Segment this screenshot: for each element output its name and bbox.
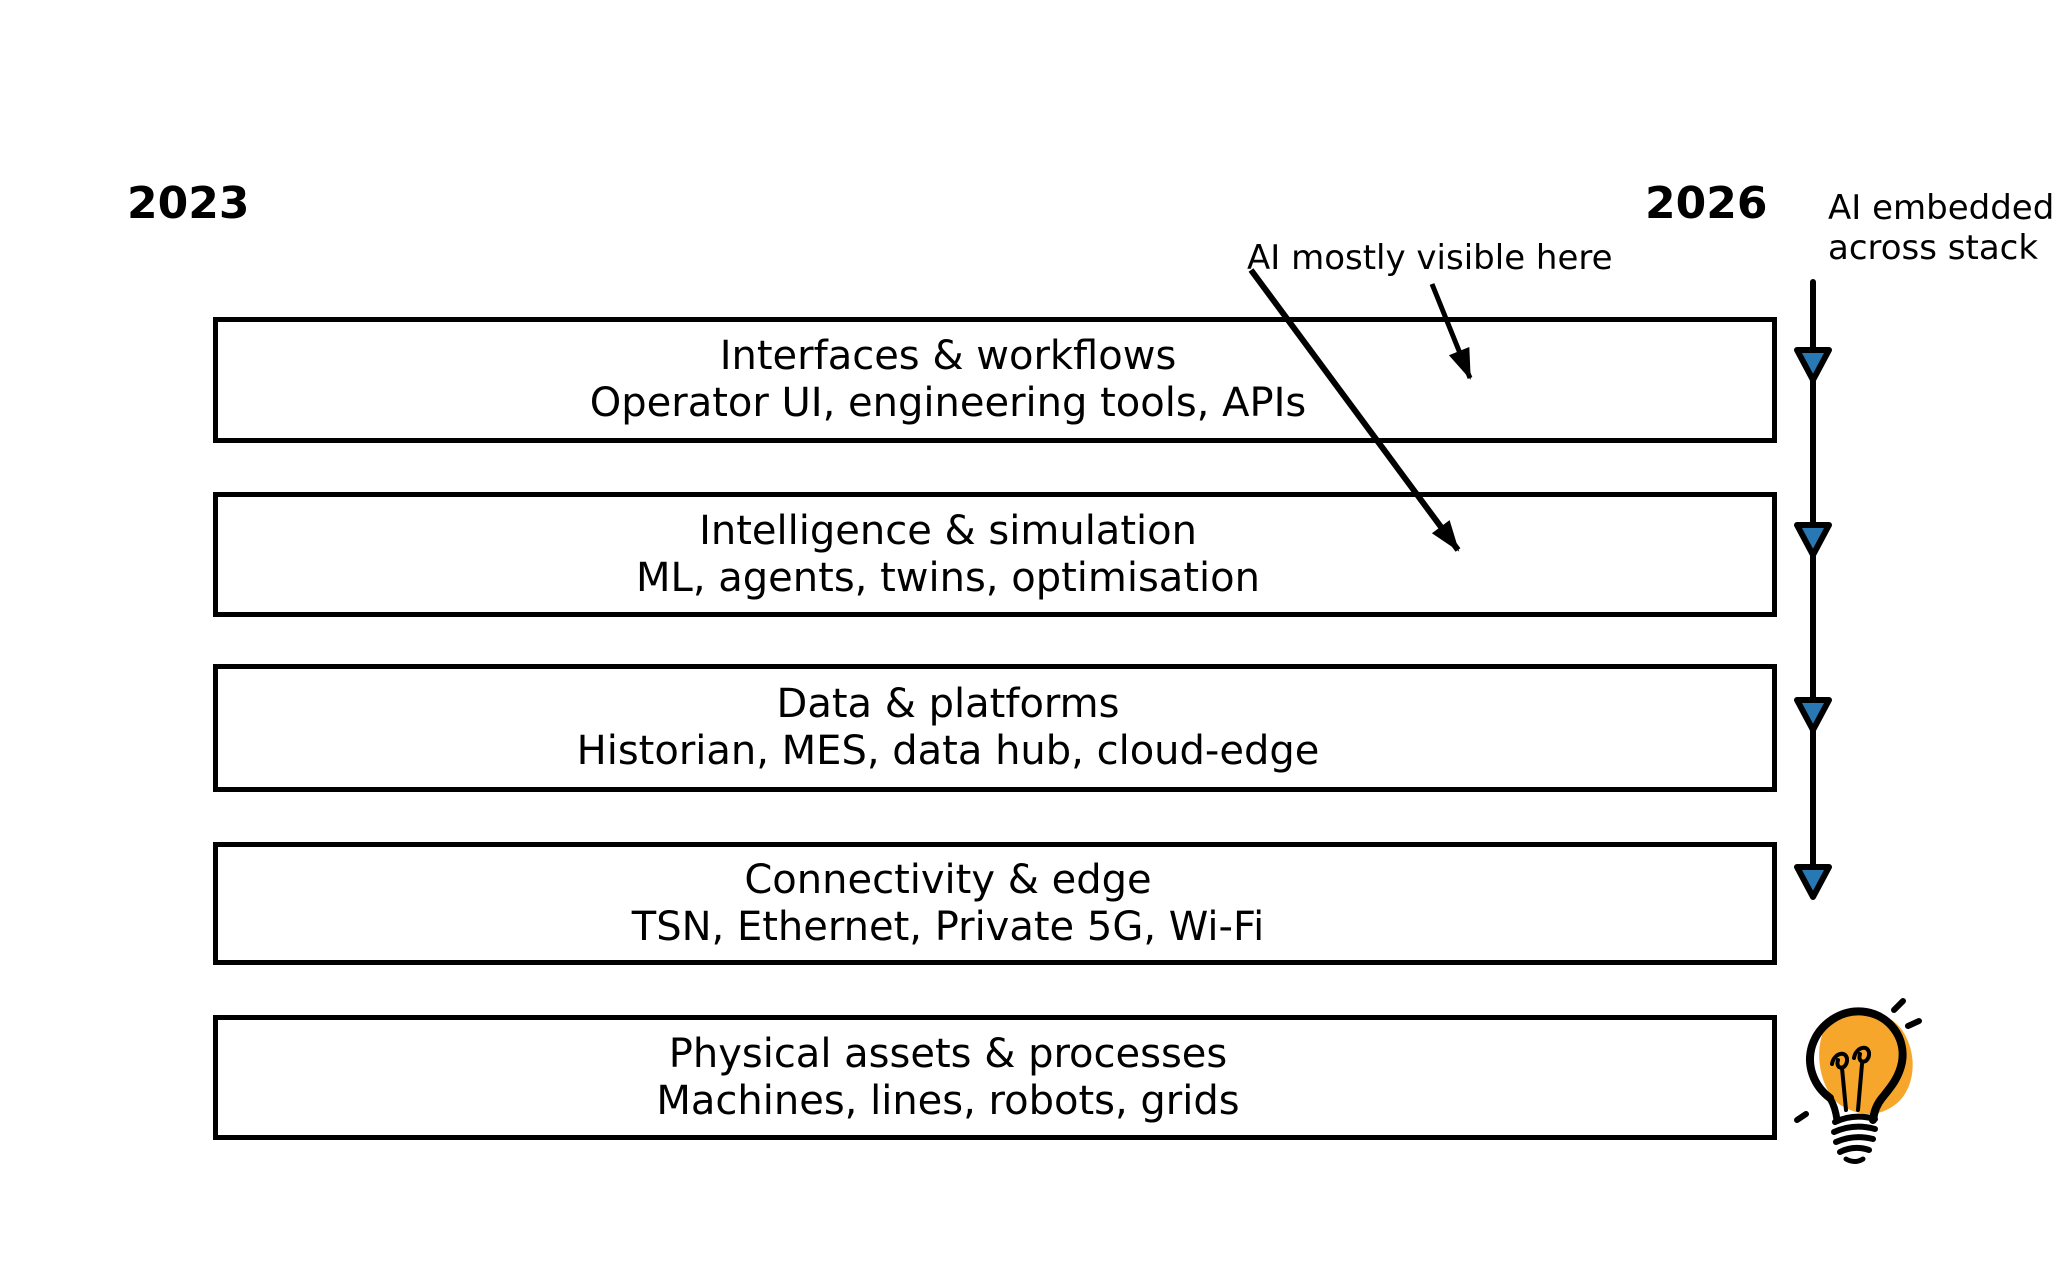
ai-embedded-label: AI embedded across stack — [1828, 188, 2054, 268]
ai-embedded-label-line1: AI embedded — [1828, 188, 2055, 228]
layer-title: Data & platforms — [776, 681, 1120, 727]
layer-text: Physical assets & processes Machines, li… — [218, 1020, 1678, 1135]
end-year-label: 2026 — [1645, 178, 1768, 229]
layer-box-interfaces: Interfaces & workflows Operator UI, engi… — [213, 317, 1777, 443]
layer-box-data: Data & platforms Historian, MES, data hu… — [213, 664, 1777, 792]
blue-down-arrowhead-icon — [1794, 347, 1832, 383]
lightbulb-icon — [1794, 998, 1922, 1164]
lightbulb-orange-fill — [1819, 1011, 1913, 1114]
layer-title: Intelligence & simulation — [699, 507, 1197, 554]
blue-down-arrowhead-icon — [1794, 522, 1832, 558]
layer-title: Connectivity & edge — [744, 856, 1152, 903]
layer-title: Interfaces & workflows — [719, 333, 1177, 379]
ai-embedded-label-line2: across stack — [1828, 228, 2039, 268]
layer-text: Connectivity & edge TSN, Ethernet, Priva… — [218, 847, 1678, 960]
start-year-label: 2023 — [127, 178, 250, 229]
layer-subtitle: ML, agents, twins, optimisation — [636, 554, 1260, 601]
blue-down-arrowhead-icon — [1794, 697, 1832, 733]
layer-subtitle: Operator UI, engineering tools, APIs — [589, 380, 1307, 426]
layer-box-physical: Physical assets & processes Machines, li… — [213, 1015, 1777, 1140]
ai-embedded-stack-arrow — [1794, 279, 1832, 900]
layer-subtitle: TSN, Ethernet, Private 5G, Wi-Fi — [631, 903, 1265, 950]
layer-subtitle: Historian, MES, data hub, cloud-edge — [576, 728, 1320, 774]
layer-text: Interfaces & workflows Operator UI, engi… — [218, 322, 1678, 438]
blue-down-arrowhead-icon — [1794, 864, 1832, 900]
layer-box-connectivity: Connectivity & edge TSN, Ethernet, Priva… — [213, 842, 1777, 965]
ai-visible-label: AI mostly visible here — [1247, 238, 1613, 278]
layer-title: Physical assets & processes — [668, 1030, 1228, 1077]
layer-box-intelligence: Intelligence & simulation ML, agents, tw… — [213, 492, 1777, 617]
layer-text: Data & platforms Historian, MES, data hu… — [218, 669, 1678, 787]
layer-text: Intelligence & simulation ML, agents, tw… — [218, 497, 1678, 612]
layer-subtitle: Machines, lines, robots, grids — [656, 1077, 1240, 1124]
